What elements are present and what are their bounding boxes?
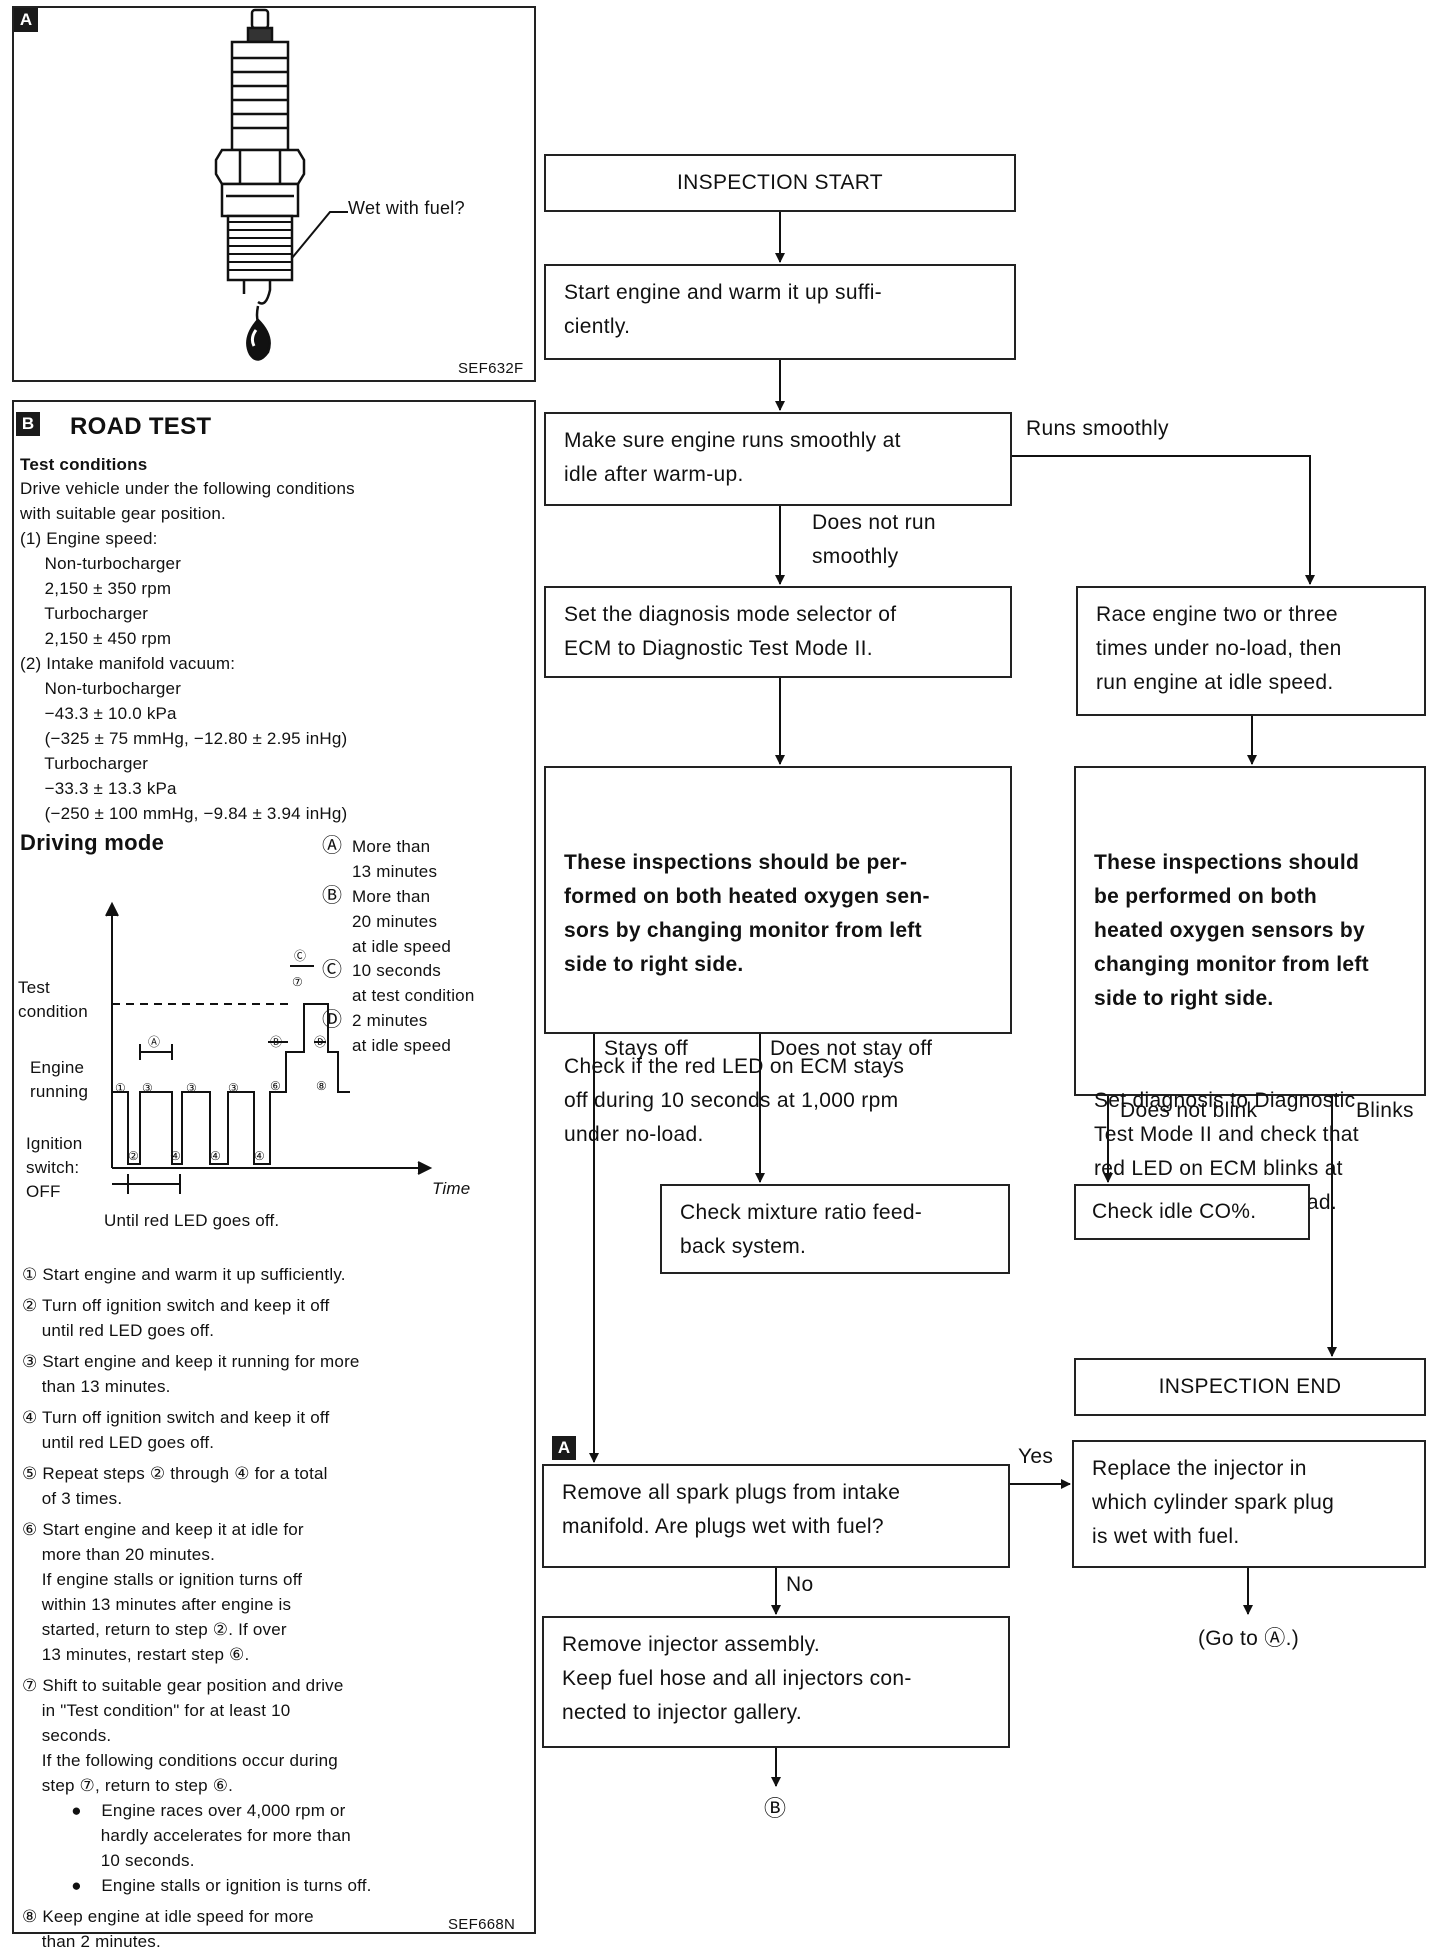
legend-text: 10 seconds at test condition [352, 961, 475, 1005]
replace-injector-box: Replace the injector in which cylinder s… [1072, 1440, 1426, 1568]
left-inspection-check: Check if the red LED on ECM stays off du… [564, 1055, 905, 1146]
mark-a: Ⓐ [148, 1035, 161, 1049]
condition-line: 2,150 ± 450 rpm [20, 629, 172, 648]
right-inspection-box: These inspections should be performed on… [1074, 766, 1426, 1214]
not-stay-off-label: Does not stay off [770, 1037, 933, 1060]
condition-line: Drive vehicle under the following condit… [20, 479, 355, 498]
test-condition-label: Test condition [18, 978, 88, 1021]
race-engine-box: Race engine two or three times under no-… [1076, 586, 1426, 716]
panel-a-code: SEF632F [458, 360, 524, 377]
until-led-label: Until red LED goes off. [104, 1211, 280, 1230]
stays-off-label: Stays off [604, 1037, 689, 1060]
next-step-marker: Ⓑ [764, 1796, 787, 1821]
set-mode-box: Set the diagnosis mode selector of ECM t… [544, 586, 1012, 678]
idle-co-box: Check idle CO%. [1074, 1184, 1310, 1240]
panel-b-tag: B [16, 412, 40, 436]
left-inspection-note: These inspections should be per- formed … [564, 851, 930, 976]
condition-line: 2,150 ± 350 rpm [20, 579, 172, 598]
condition-line: Turbocharger [20, 754, 149, 773]
condition-line: −43.3 ± 10.0 kPa [20, 704, 177, 723]
road-test-title: ROAD TEST [70, 413, 212, 440]
panel-a-tag: A [14, 8, 38, 32]
no-label: No [786, 1573, 814, 1596]
legend-text: More than 13 minutes [352, 837, 438, 881]
condition-line: (−250 ± 100 mmHg, −9.84 ± 3.94 inHg) [20, 804, 348, 823]
legend-text: 2 minutes at idle speed [352, 1011, 452, 1055]
time-label: Time [432, 1179, 471, 1198]
procedure-step: ⑥ Start engine and keep it at idle for m… [22, 1520, 304, 1664]
driving-mode-heading: Driving mode [20, 830, 165, 855]
ignition-off-label: Ignition switch: OFF [26, 1134, 83, 1201]
panel-a-frame [12, 6, 536, 382]
engine-running-label: Engine running [30, 1058, 89, 1101]
go-to-label: (Go to Ⓐ.) [1198, 1627, 1300, 1650]
not-smooth-label: Does not run smoothly [812, 511, 936, 568]
not-blink-label: Does not blink [1120, 1099, 1258, 1122]
procedure-step: ④ Turn off ignition switch and keep it o… [22, 1408, 330, 1452]
procedure-step: ① Start engine and warm it up sufficient… [22, 1265, 346, 1284]
procedure-step: ⑦ Shift to suitable gear position and dr… [22, 1676, 372, 1895]
mark-d: Ⓓ [314, 1035, 327, 1049]
condition-line: Non-turbocharger [20, 679, 182, 698]
condition-line: Non-turbocharger [20, 554, 182, 573]
condition-line: (2) Intake manifold vacuum: [20, 654, 236, 673]
wet-callout: Wet with fuel? [348, 198, 465, 218]
mixture-box: Check mixture ratio feed- back system. [660, 1184, 1010, 1274]
conditions-heading: Test conditions [20, 455, 148, 474]
inspection-start-box: INSPECTION START [544, 154, 1016, 212]
spark-plug-box: Remove all spark plugs from intake manif… [542, 1464, 1010, 1568]
mark-b: Ⓑ [270, 1035, 283, 1049]
inspection-end-box: INSPECTION END [1074, 1358, 1426, 1416]
yes-label: Yes [1018, 1445, 1054, 1468]
flow-tag-a: A [552, 1436, 576, 1460]
condition-line: with suitable gear position. [20, 504, 226, 523]
legend-key: Ⓒ [322, 959, 343, 981]
remove-injector-box: Remove injector assembly. Keep fuel hose… [542, 1616, 1010, 1748]
procedure-step: ② Turn off ignition switch and keep it o… [22, 1296, 330, 1340]
legend-text: More than 20 minutes at idle speed [352, 887, 452, 956]
procedure-step: ⑧ Keep engine at idle speed for more tha… [22, 1907, 314, 1951]
smooth-check-box: Make sure engine runs smoothly at idle a… [544, 412, 1012, 506]
right-inspection-note: These inspections should be performed on… [1094, 851, 1369, 1010]
blinks-label: Blinks [1356, 1099, 1414, 1122]
left-inspection-box: These inspections should be per- formed … [544, 766, 1012, 1146]
condition-line: −33.3 ± 13.3 kPa [20, 779, 177, 798]
legend-key: Ⓐ [322, 835, 343, 857]
procedure-step: ⑤ Repeat steps ② through ④ for a total o… [22, 1464, 328, 1508]
panel-b-code: SEF668N [448, 1916, 516, 1933]
runs-smoothly-label: Runs smoothly [1026, 417, 1169, 440]
condition-line: (−325 ± 75 mmHg, −12.80 ± 2.95 inHg) [20, 729, 348, 748]
condition-line: Turbocharger [20, 604, 149, 623]
warm-up-box: Start engine and warm it up suffi- cient… [544, 264, 1016, 360]
legend-key: Ⓑ [322, 885, 343, 907]
procedure-step: ③ Start engine and keep it running for m… [22, 1352, 360, 1396]
condition-line: (1) Engine speed: [20, 529, 158, 548]
mark-c: Ⓒ [294, 949, 307, 963]
conditions-lines: Drive vehicle under the following condit… [20, 476, 355, 826]
